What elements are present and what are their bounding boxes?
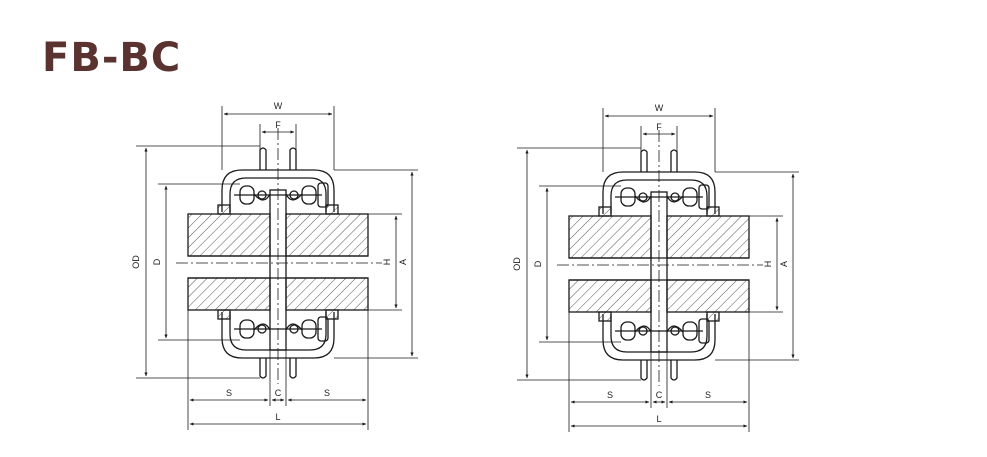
dim-label-l: L — [275, 412, 280, 422]
dim-label-f: F — [656, 122, 662, 132]
dim-label-od: OD — [512, 257, 522, 271]
dim-label-a: A — [398, 259, 408, 265]
page-title: FB-BC — [42, 35, 182, 81]
dim-label-s-left: S — [226, 388, 232, 398]
dim-label-f: F — [275, 120, 281, 130]
dim-label-w: W — [655, 103, 664, 113]
dim-label-d: D — [533, 260, 543, 267]
dim-label-l: L — [656, 414, 661, 424]
dim-label-w: W — [274, 101, 283, 111]
dim-label-a: A — [779, 261, 789, 267]
dim-label-h: H — [763, 261, 773, 268]
dim-label-d: D — [152, 258, 162, 265]
dim-label-s-left: S — [607, 390, 613, 400]
dim-label-c: C — [275, 388, 282, 398]
dim-label-od: OD — [131, 255, 141, 269]
coupling-drawing-right: W F OD D H A S C S L — [512, 103, 799, 432]
dim-label-c: C — [656, 390, 663, 400]
dim-label-s-right: S — [324, 388, 330, 398]
dim-label-s-right: S — [705, 390, 711, 400]
dim-label-h: H — [382, 259, 392, 266]
coupling-drawing-left: W F OD D H A S C S L — [131, 101, 418, 430]
